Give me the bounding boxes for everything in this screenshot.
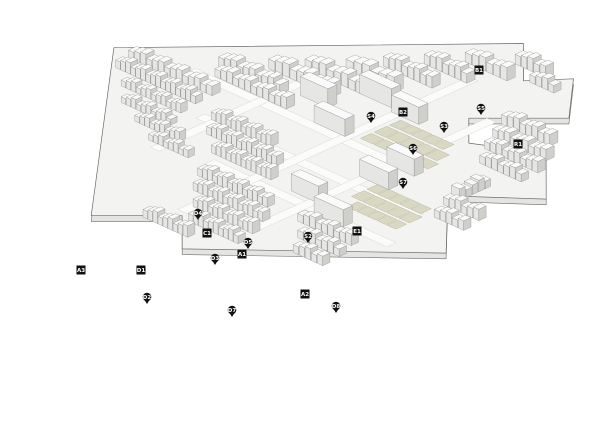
marker-s6-text: S6 xyxy=(409,146,417,152)
green-plot-0-4 xyxy=(433,139,455,150)
building-211 xyxy=(532,155,546,174)
building-307 xyxy=(233,230,246,244)
marker-a2[interactable]: A2 xyxy=(300,289,310,299)
green-plot-0-3 xyxy=(422,134,444,145)
marker-d2[interactable]: D2 xyxy=(142,292,152,304)
building-167 xyxy=(544,128,559,147)
marker-b2[interactable]: B2 xyxy=(398,107,408,117)
building-216 xyxy=(359,154,398,190)
buildings xyxy=(115,46,562,266)
marker-c1-text: C1 xyxy=(203,231,211,237)
building-194 xyxy=(540,143,555,162)
building-51 xyxy=(500,60,516,82)
building-203 xyxy=(271,150,284,166)
building-98 xyxy=(206,79,221,96)
marker-a1[interactable]: A1 xyxy=(237,249,247,259)
marker-s2-text: S2 xyxy=(304,234,312,240)
marker-d1-text: D1 xyxy=(137,268,146,274)
green-plot-1-0 xyxy=(374,126,399,138)
building-201 xyxy=(386,142,424,177)
building-130 xyxy=(313,100,355,137)
building-101 xyxy=(300,72,338,108)
marker-d4-text: D4 xyxy=(194,211,203,217)
building-91 xyxy=(548,79,562,94)
green-plot-4-2 xyxy=(374,201,399,213)
marker-d1[interactable]: D1 xyxy=(136,265,146,275)
building-222 xyxy=(515,168,529,183)
building-318 xyxy=(317,250,331,266)
marker-c2[interactable] xyxy=(228,228,237,237)
marker-d8[interactable]: D8 xyxy=(331,301,341,313)
green-plot-3-3 xyxy=(399,199,421,209)
marker-d4[interactable]: D4 xyxy=(193,208,203,220)
building-220 xyxy=(266,162,279,180)
marker-d3[interactable]: D3 xyxy=(210,253,220,265)
green-plot-1-4 xyxy=(424,149,450,161)
marker-e1-text: E1 xyxy=(353,229,361,235)
marker-b1-text: B1 xyxy=(475,68,483,74)
green-plot-5-1 xyxy=(356,206,377,216)
green-plot-4-4 xyxy=(398,212,423,224)
building-117 xyxy=(280,91,295,110)
green-plot-5-4 xyxy=(386,219,407,230)
marker-d2-text: D2 xyxy=(143,295,152,301)
green-plot-4-0 xyxy=(351,190,376,202)
location-labels: B1 S5 B2 S4 S3 R1 S6 S7 D4 C1 E1 S2 D5 A… xyxy=(76,65,523,317)
marker-s7-text: S7 xyxy=(399,180,407,186)
marker-s3-text: S3 xyxy=(440,124,448,130)
green-plot-0-2 xyxy=(411,129,433,140)
marker-d5[interactable]: D5 xyxy=(243,237,253,249)
marker-s7[interactable]: S7 xyxy=(398,177,408,189)
building-190 xyxy=(183,145,195,158)
green-plot-1-1 xyxy=(386,131,412,144)
marker-s3[interactable]: S3 xyxy=(439,121,449,133)
building-111 xyxy=(190,90,203,105)
marker-s5-text: S5 xyxy=(477,106,485,112)
marker-r1[interactable]: R1 xyxy=(513,139,523,149)
building-300 xyxy=(182,220,196,238)
marker-a3[interactable]: A3 xyxy=(76,265,86,275)
building-57 xyxy=(461,67,476,84)
green-plot-4-3 xyxy=(386,206,411,218)
green-plot-5-2 xyxy=(366,210,387,221)
marker-s6[interactable]: S6 xyxy=(408,143,418,155)
marker-s4-text: S4 xyxy=(367,114,375,120)
marker-s5[interactable]: S5 xyxy=(476,103,486,115)
marker-c1[interactable]: C1 xyxy=(202,228,212,238)
marker-d7[interactable]: D7 xyxy=(227,305,237,317)
green-plot-3-2 xyxy=(388,194,410,204)
marker-d5-text: D5 xyxy=(244,240,253,246)
green-plot-4-1 xyxy=(363,195,387,207)
marker-r1-text: R1 xyxy=(514,142,522,148)
green-plot-3-1 xyxy=(377,189,399,200)
marker-s2[interactable]: S2 xyxy=(303,231,313,243)
marker-e1[interactable]: E1 xyxy=(352,226,362,236)
green-plot-3-4 xyxy=(410,204,432,214)
building-258 xyxy=(313,192,353,228)
marker-b2-text: B2 xyxy=(399,110,407,116)
green-plot-0-0 xyxy=(389,119,411,130)
building-268 xyxy=(473,203,487,221)
marker-d8-text: D8 xyxy=(332,304,341,310)
marker-a2-text: A2 xyxy=(301,292,309,298)
marker-b1[interactable]: B1 xyxy=(474,65,484,75)
marker-d7-text: D7 xyxy=(228,308,237,314)
building-75 xyxy=(426,70,441,89)
marker-s4[interactable]: S4 xyxy=(366,111,376,123)
green-plot-2-0 xyxy=(360,133,385,145)
building-287 xyxy=(458,214,472,231)
marker-d3-text: D3 xyxy=(211,256,220,262)
building-170 xyxy=(266,129,279,147)
building-123 xyxy=(176,98,188,114)
building-314 xyxy=(333,243,347,257)
green-plot-5-3 xyxy=(376,215,397,225)
green-plot-0-1 xyxy=(400,124,422,135)
marker-a3-text: A3 xyxy=(77,268,85,274)
marker-a1-text: A1 xyxy=(238,252,246,258)
building-248 xyxy=(262,192,275,208)
building-294 xyxy=(247,216,261,234)
